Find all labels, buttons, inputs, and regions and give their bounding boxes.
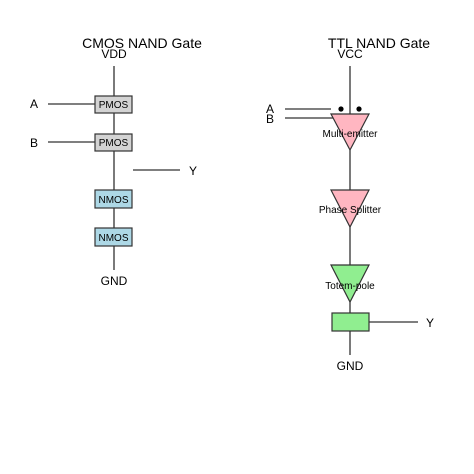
cmos-input-a-label: A xyxy=(30,97,38,111)
cmos-pmos-2-label: PMOS xyxy=(99,138,129,149)
ttl-multi-emitter-label: Multi-emitter xyxy=(322,129,378,140)
cmos-nand-gate: CMOS NAND Gate VDD A B Y PMOS PMOS NMOS xyxy=(30,35,202,288)
ttl-phase-splitter-label: Phase Splitter xyxy=(319,205,382,216)
ttl-emitter-a-dot xyxy=(338,106,344,112)
cmos-pmos-1: PMOS xyxy=(94,95,133,114)
cmos-gnd-label: GND xyxy=(101,274,128,288)
cmos-nmos-1-label: NMOS xyxy=(99,195,129,206)
ttl-phase-splitter-stage: Phase Splitter xyxy=(319,189,382,229)
cmos-pmos-1-label: PMOS xyxy=(99,100,129,111)
ttl-nand-gate: TTL NAND Gate VCC A B Multi-emitter Phas… xyxy=(266,35,434,373)
cmos-input-b-label: B xyxy=(30,136,38,150)
ttl-output-block xyxy=(331,312,370,332)
ttl-input-a-label: A xyxy=(266,102,274,116)
cmos-output-label: Y xyxy=(189,164,197,178)
ttl-totem-pole-label: Totem-pole xyxy=(325,281,375,292)
ttl-gnd-label: GND xyxy=(337,359,364,373)
ttl-emitter-b-dot xyxy=(356,106,362,112)
cmos-nmos-1: NMOS xyxy=(94,189,133,209)
ttl-multi-emitter-stage: Multi-emitter xyxy=(322,113,378,152)
ttl-title: TTL NAND Gate xyxy=(328,35,430,51)
cmos-vdd-label: VDD xyxy=(101,47,127,61)
cmos-title: CMOS NAND Gate xyxy=(82,35,202,51)
cmos-nmos-2: NMOS xyxy=(94,227,133,247)
ttl-output-label: Y xyxy=(426,316,434,330)
cmos-nmos-2-label: NMOS xyxy=(99,233,129,244)
cmos-pmos-2: PMOS xyxy=(94,133,133,152)
ttl-input-b-label: B xyxy=(266,112,274,126)
ttl-vcc-label: VCC xyxy=(337,47,363,61)
ttl-totem-pole-stage: Totem-pole xyxy=(325,264,375,304)
